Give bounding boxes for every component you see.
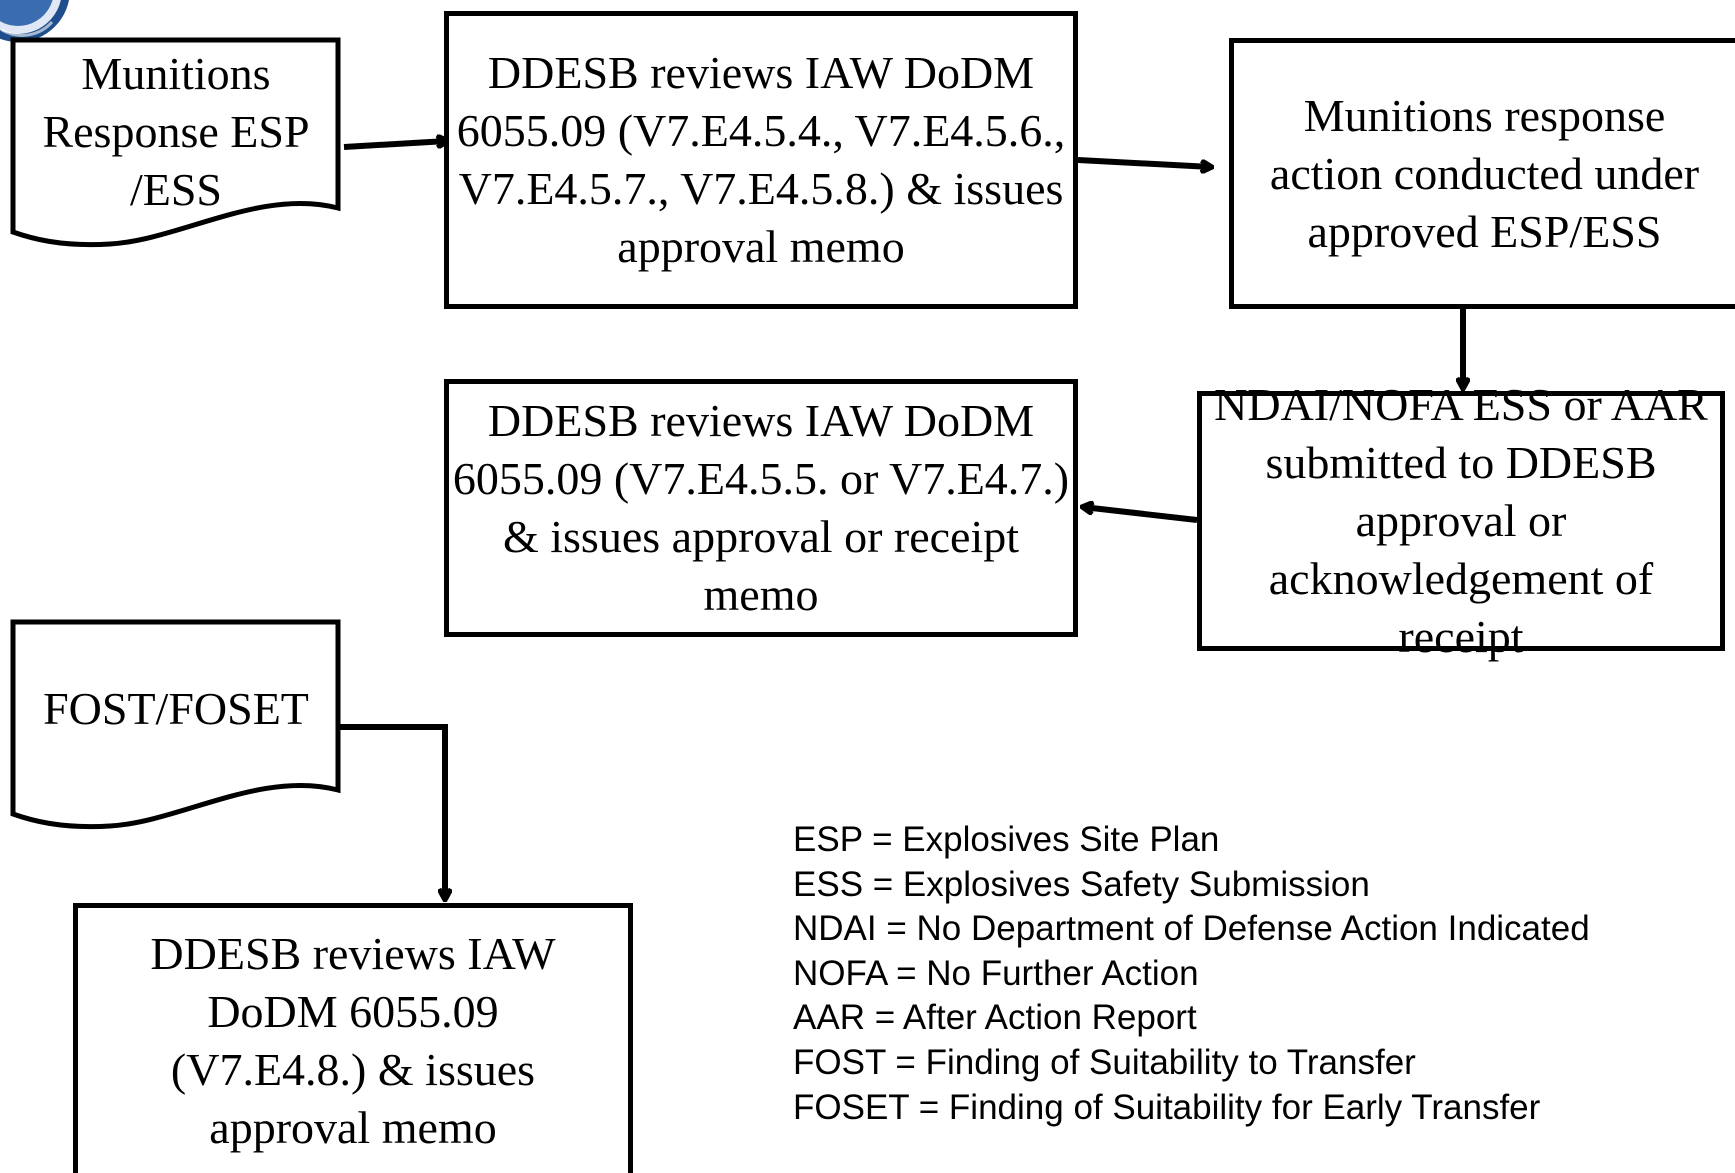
- legend-entry-ndai: NDAI = No Department of Defense Action I…: [793, 909, 1590, 949]
- legend-entry-fost: FOST = Finding of Suitability to Transfe…: [793, 1042, 1416, 1082]
- node-review-receipt-label: DDESB reviews IAW DoDM 6055.09 (V7.E4.5.…: [452, 395, 1070, 620]
- abbreviation-legend: ESP = Explosives Site Plan ESS = Explosi…: [793, 818, 1590, 1130]
- node-ndai-submitted: NDAI/NOFA ESS or AAR submitted to DDESB …: [1197, 379, 1725, 662]
- edge-fost-to-review: [338, 724, 445, 899]
- node-review-receipt: DDESB reviews IAW DoDM 6055.09 (V7.E4.5.…: [444, 379, 1078, 637]
- legend-entry-aar: AAR = After Action Report: [793, 998, 1197, 1038]
- node-review-approval: DDESB reviews IAW DoDM 6055.09 (V7.E4.5.…: [444, 11, 1078, 309]
- edge-esp-to-review: [343, 141, 447, 150]
- node-munitions-esp: Munitions Response ESP /ESS: [18, 45, 334, 219]
- legend-entry-nofa: NOFA = No Further Action: [793, 953, 1199, 993]
- node-munitions-esp-label: Munitions Response ESP /ESS: [42, 48, 310, 215]
- node-response-action-label: Munitions response action conducted unde…: [1269, 89, 1700, 257]
- legend-entry-esp: ESP = Explosives Site Plan: [793, 820, 1220, 859]
- node-ndai-submitted-label: NDAI/NOFA ESS or AAR submitted to DDESB …: [1214, 379, 1708, 662]
- doc-shape-munitions-esp: [10, 37, 341, 248]
- legend-entry-foset: FOSET = Finding of Suitability for Early…: [793, 1087, 1541, 1127]
- node-review-fost: DDESB reviews IAW DoDM 6055.09 (V7.E4.8.…: [73, 903, 633, 1173]
- node-fost-foset-label: FOST/FOSET: [43, 683, 309, 734]
- doc-shape-fost-foset: [10, 619, 341, 830]
- node-fost-foset: FOST/FOSET: [18, 680, 334, 738]
- seal-logo-icon: [0, 0, 70, 42]
- node-review-approval-label: DDESB reviews IAW DoDM 6055.09 (V7.E4.5.…: [456, 47, 1066, 272]
- edge-ndai-to-review: [1083, 507, 1198, 523]
- node-response-action: Munitions response action conducted unde…: [1229, 38, 1735, 309]
- edge-review-to-action: [1077, 157, 1211, 167]
- legend-entry-ess: ESS = Explosives Safety Submission: [793, 864, 1370, 904]
- node-review-fost-label: DDESB reviews IAW DoDM 6055.09 (V7.E4.8.…: [150, 927, 556, 1153]
